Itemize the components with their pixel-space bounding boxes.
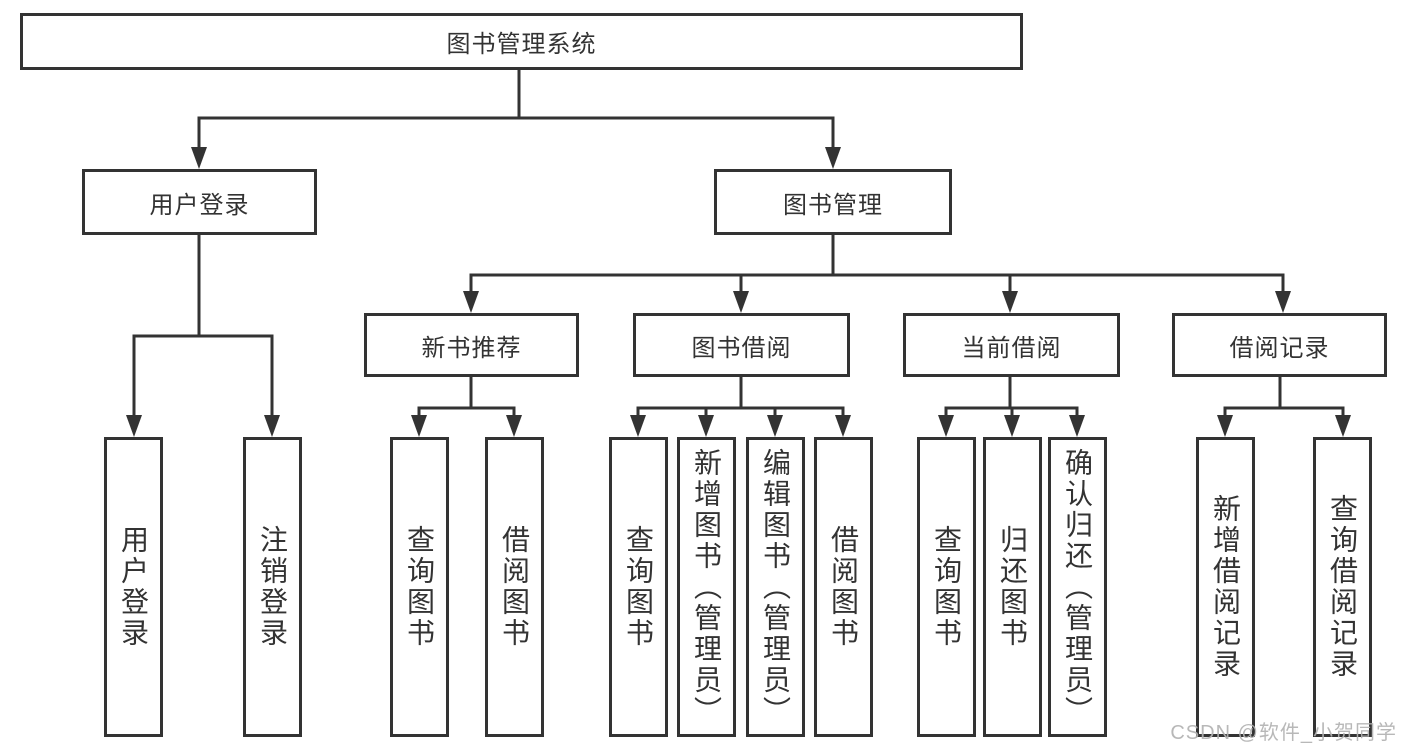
leaf-current-query-books: 查询图书 xyxy=(917,437,976,737)
leaf-borrow-add-books-admin: 新增图书（管理员） xyxy=(677,437,736,737)
leaf-borrow-borrow-books: 借阅图书 xyxy=(814,437,873,737)
node-root-library-management-system: 图书管理系统 xyxy=(20,13,1023,70)
node-new-book-recommendation: 新书推荐 xyxy=(364,313,579,377)
csdn-watermark: CSDN @软件_小贺同学 xyxy=(1170,722,1397,744)
node-current-borrowing: 当前借阅 xyxy=(903,313,1120,377)
node-book-borrowing: 图书借阅 xyxy=(633,313,850,377)
leaf-logout: 注销登录 xyxy=(243,437,302,737)
node-book-management: 图书管理 xyxy=(714,169,952,235)
node-borrowing-records: 借阅记录 xyxy=(1172,313,1387,377)
leaf-records-query-borrow-record: 查询借阅记录 xyxy=(1313,437,1372,737)
leaf-current-return-books: 归还图书 xyxy=(983,437,1042,737)
leaf-user-login: 用户登录 xyxy=(104,437,163,737)
leaf-newbook-borrow-books: 借阅图书 xyxy=(485,437,544,737)
leaf-newbook-query-books: 查询图书 xyxy=(390,437,449,737)
node-user-login: 用户登录 xyxy=(82,169,317,235)
leaf-borrow-query-books: 查询图书 xyxy=(609,437,668,737)
leaf-borrow-edit-books-admin: 编辑图书（管理员） xyxy=(746,437,805,737)
leaf-current-confirm-return-admin: 确认归还（管理员） xyxy=(1048,437,1107,737)
leaf-records-add-borrow-record: 新增借阅记录 xyxy=(1196,437,1255,737)
